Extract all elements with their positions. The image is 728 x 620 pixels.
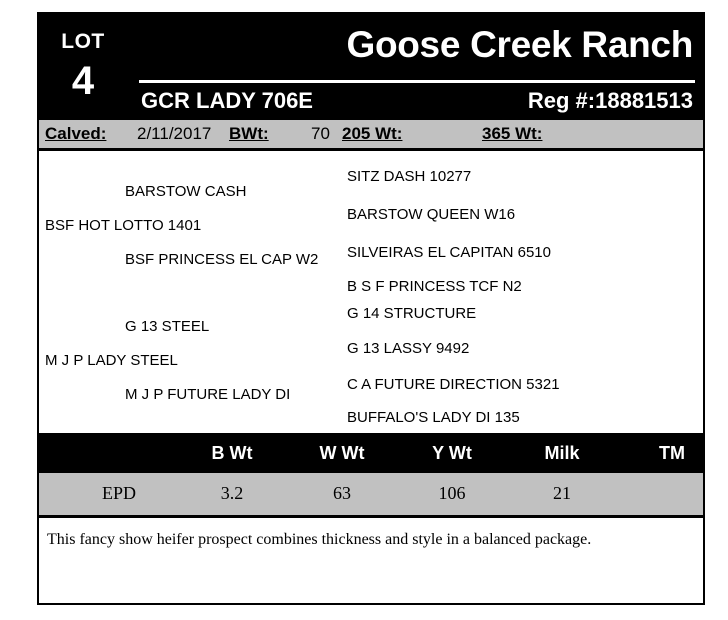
epd-column-header: B Wt bbox=[211, 443, 253, 463]
calved-label: Calved: bbox=[45, 124, 107, 143]
lot-block: LOT 4 bbox=[39, 14, 127, 120]
birth-weight-label: BWt: bbox=[229, 124, 269, 143]
pedigree-grandparent: SILVEIRAS EL CAPITAN 6510 bbox=[347, 244, 551, 261]
calved-value: 2/11/2017 bbox=[137, 124, 212, 143]
epd-column-header: Y Wt bbox=[432, 443, 472, 463]
animal-name: GCR LADY 706E bbox=[141, 88, 313, 113]
pedigree-grandparent: B S F PRINCESS TCF N2 bbox=[347, 278, 522, 295]
epd-value: 3.2 bbox=[220, 483, 244, 503]
pedigree-sire-dam: BSF PRINCESS EL CAP W2 bbox=[125, 251, 319, 268]
epd-column-header: W Wt bbox=[319, 443, 365, 463]
epd-value: 106 bbox=[438, 483, 466, 503]
pedigree-chart: BARSTOW CASH BSF HOT LOTTO 1401 BSF PRIN… bbox=[39, 151, 703, 433]
lot-label: LOT bbox=[61, 30, 105, 53]
registration-number: Reg #:18881513 bbox=[527, 88, 693, 113]
epd-column-header: TM bbox=[659, 443, 685, 463]
lot-number: 4 bbox=[71, 59, 95, 103]
pedigree-grandparent: BUFFALO'S LADY DI 135 bbox=[347, 409, 520, 426]
footnote-box: This fancy show heifer prospect combines… bbox=[39, 518, 703, 603]
pedigree-grandparent: G 13 LASSY 9492 bbox=[347, 340, 470, 357]
card-header: LOT 4 Goose Creek Ranch GCR LADY 706E Re… bbox=[39, 14, 703, 120]
pedigree-grandparent: BARSTOW QUEEN W16 bbox=[347, 206, 516, 223]
pedigree-dam: M J P LADY STEEL bbox=[45, 352, 178, 369]
epd-row-label: EPD bbox=[101, 483, 136, 503]
pedigree-grandparent: G 14 STRUCTURE bbox=[347, 305, 477, 322]
ranch-name: Goose Creek Ranch bbox=[346, 24, 693, 65]
pedigree-grandparent: C A FUTURE DIRECTION 5321 bbox=[347, 376, 560, 393]
pedigree-sire: BSF HOT LOTTO 1401 bbox=[45, 217, 202, 234]
epd-table-row: EPD 3.2 63 106 21 bbox=[39, 473, 703, 518]
epd-column-header: Milk bbox=[544, 443, 580, 463]
epd-value: 63 bbox=[333, 483, 351, 503]
pedigree-grandparent: SITZ DASH 10277 bbox=[347, 168, 472, 185]
epd-value: 21 bbox=[553, 483, 571, 503]
birth-weight-value: 70 bbox=[311, 124, 330, 143]
pedigree-dam-dam: M J P FUTURE LADY DI bbox=[125, 386, 291, 403]
pedigree-sire-sire: BARSTOW CASH bbox=[125, 183, 247, 200]
epd-table-header: B Wt W Wt Y Wt Milk TM bbox=[39, 433, 703, 473]
weight-205-label: 205 Wt: bbox=[342, 124, 403, 143]
pedigree-dam-sire: G 13 STEEL bbox=[125, 318, 210, 335]
footnote-text: This fancy show heifer prospect combines… bbox=[47, 531, 592, 548]
stats-band: Calved: 2/11/2017 BWt: 70 205 Wt: 365 Wt… bbox=[39, 120, 703, 151]
weight-365-label: 365 Wt: bbox=[482, 124, 543, 143]
header-divider bbox=[139, 80, 695, 83]
lot-card: LOT 4 Goose Creek Ranch GCR LADY 706E Re… bbox=[37, 12, 705, 605]
